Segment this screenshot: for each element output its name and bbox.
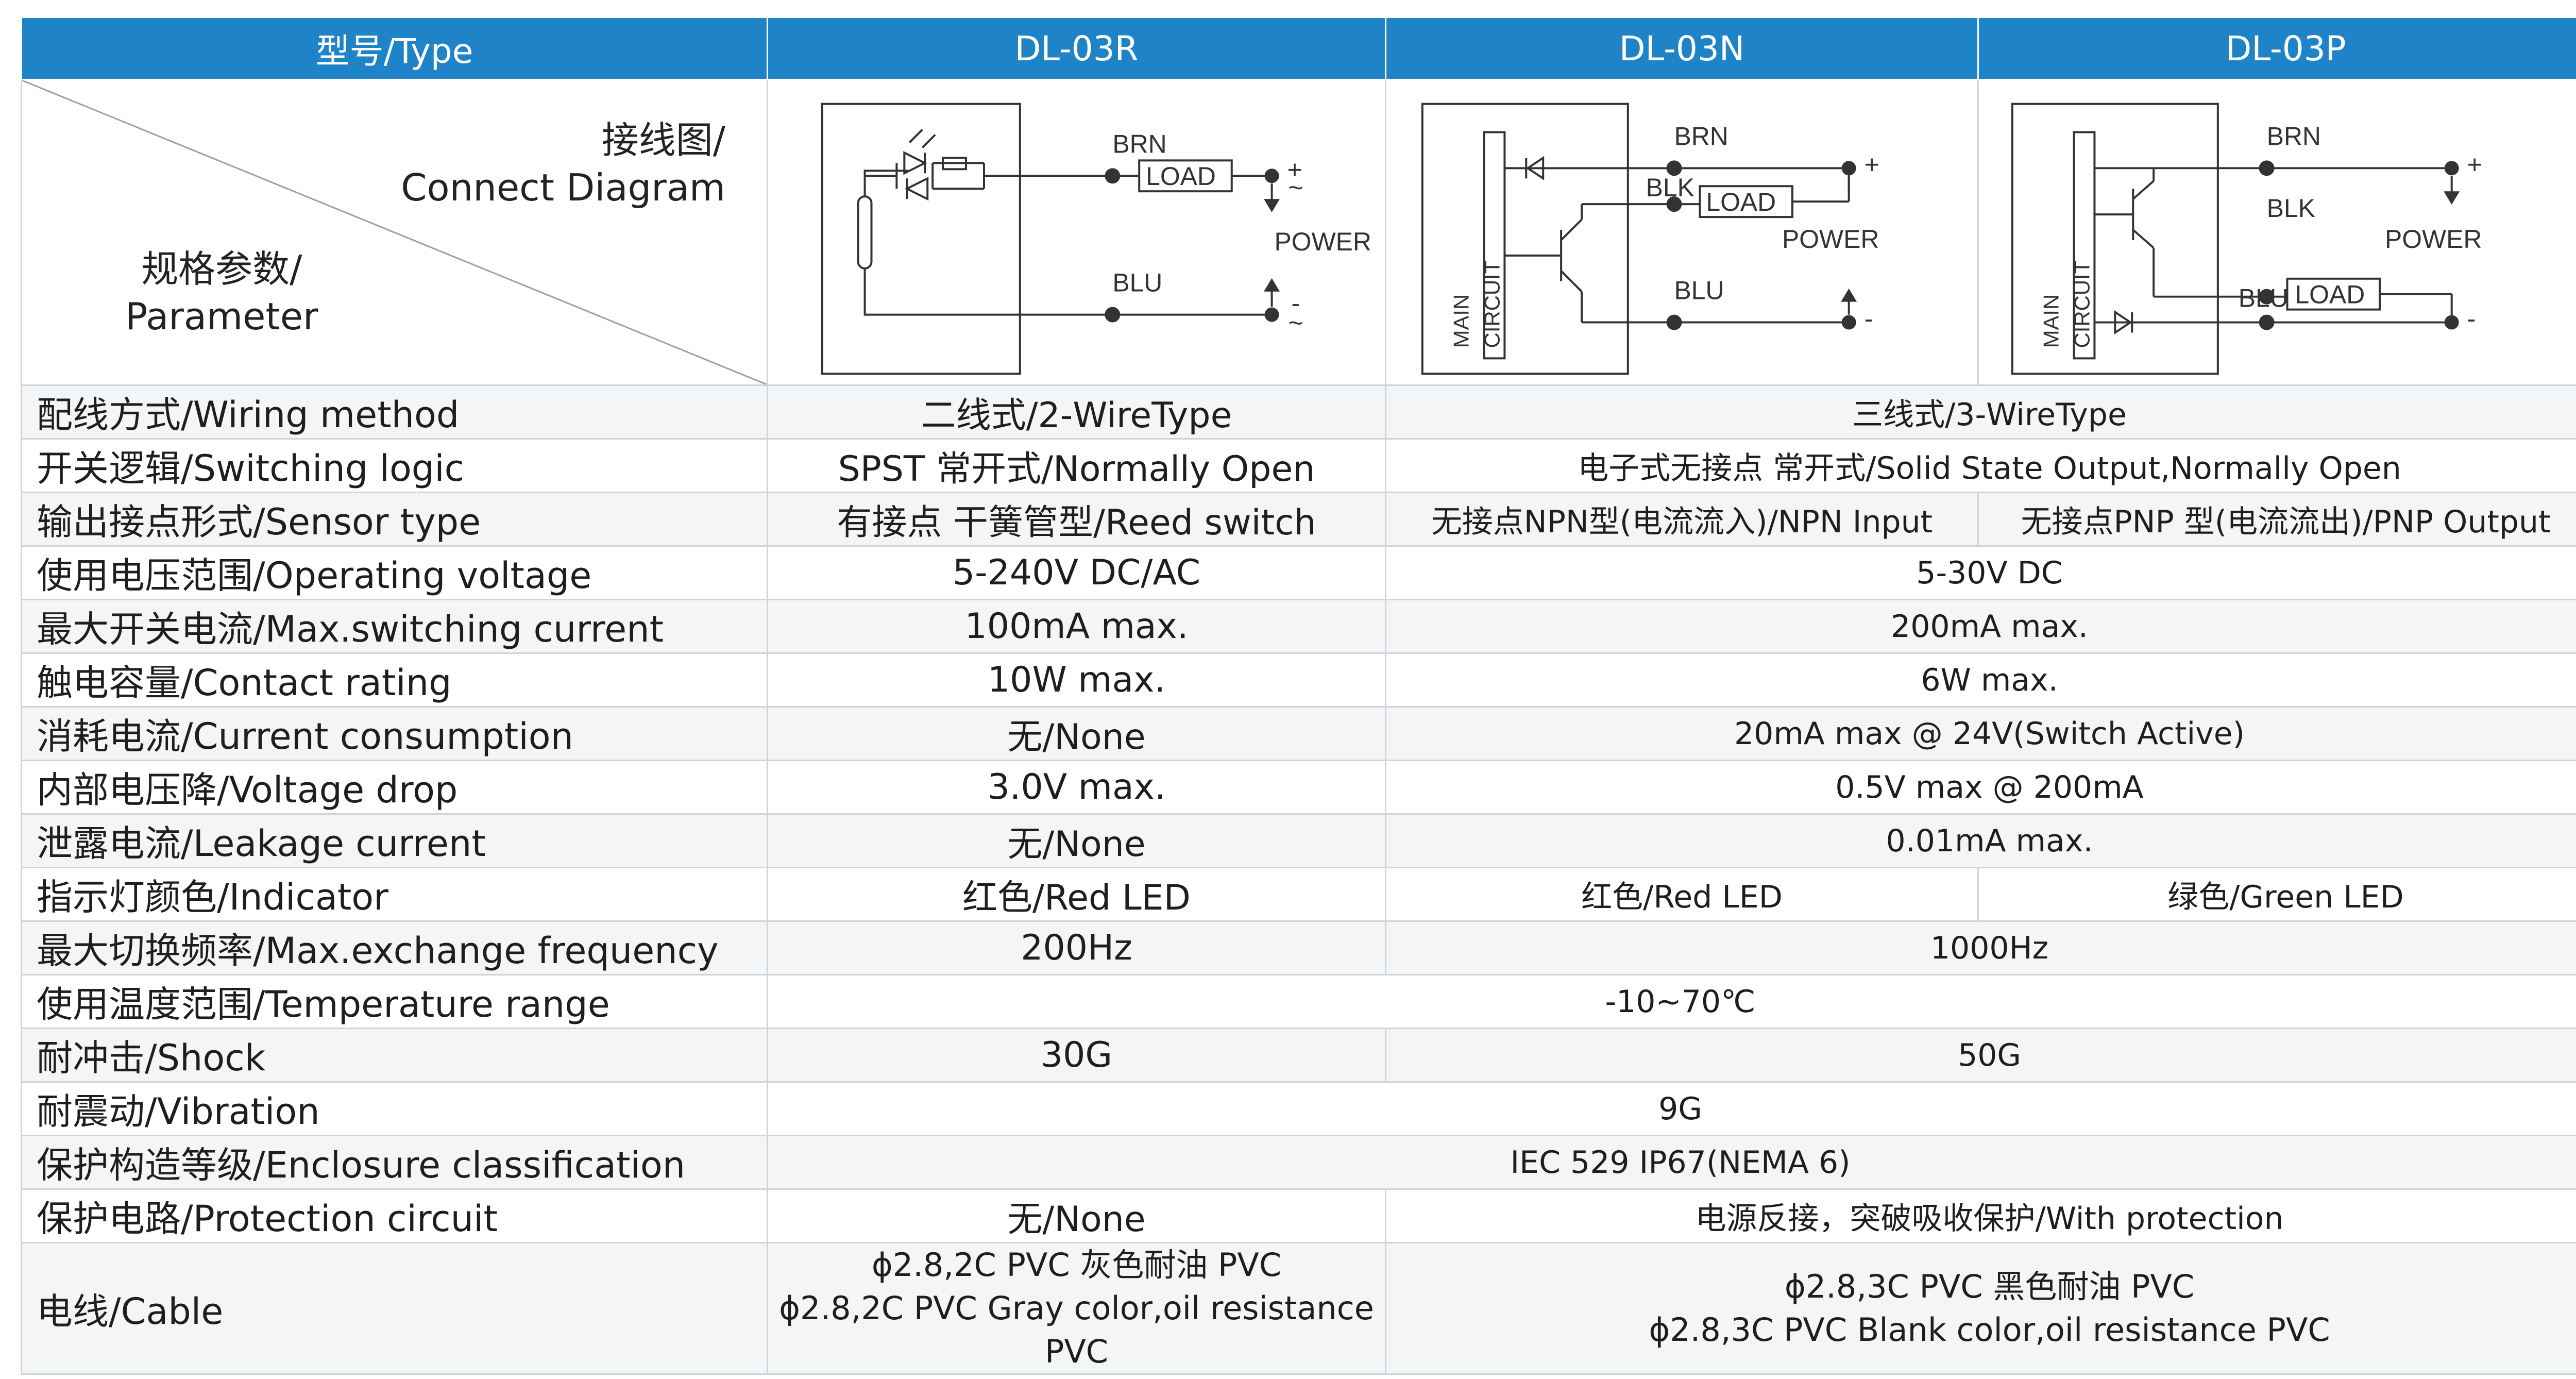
row-max-switching-current: 最大开关电流/Max.switching current 100mA max. … <box>21 599 2576 654</box>
main-label: MAIN <box>2039 294 2063 348</box>
row-temperature-range: 使用温度范围/Temperature range -10~70℃ <box>21 974 2576 1029</box>
sensor-box <box>1421 103 1629 375</box>
model-dl03n: DL-03N <box>1385 16 1979 80</box>
load-label: LOAD <box>1146 162 1216 191</box>
minus-sign: - <box>1291 289 1300 318</box>
row-operating-voltage: 使用电压范围/Operating voltage 5-240V DC/AC 5-… <box>21 545 2576 600</box>
main-circuit-box <box>2073 131 2096 360</box>
header-row: 型号/Type DL-03R DL-03N DL-03P <box>21 16 2576 80</box>
row-contact-rating: 触电容量/Contact rating 10W max. 6W max. <box>21 652 2576 708</box>
model-dl03p: DL-03P <box>1977 16 2576 80</box>
row-cable: 电线/Cable ϕ2.8,2C PVC 灰色耐油 PVC ϕ2.8,2C PV… <box>21 1242 2576 1375</box>
cable-dl03np: ϕ2.8,3C PVC 黑色耐油 PVC ϕ2.8,3C PVC Blank c… <box>1385 1242 2576 1375</box>
load-label: LOAD <box>2295 280 2365 309</box>
parameter-label: 规格参数/ Parameter <box>125 247 318 338</box>
plus-sign: + <box>1287 155 1302 184</box>
type-header: 型号/Type <box>21 16 768 80</box>
row-enclosure: 保护构造等级/Enclosure classification IEC 529 … <box>21 1135 2576 1190</box>
sensor-box <box>2011 103 2219 375</box>
row-indicator: 指示灯颜色/Indicator 红色/Red LED 红色/Red LED 绿色… <box>21 867 2576 922</box>
cable-dl03r: ϕ2.8,2C PVC 灰色耐油 PVC ϕ2.8,2C PVC Gray co… <box>767 1242 1386 1375</box>
diagram-dl03r: BRN BLU LOAD POWER + ~ - ~ <box>767 79 1386 386</box>
row-wiring-method: 配线方式/Wiring method 二线式/2-WireType 三线式/3-… <box>21 384 2576 440</box>
main-label: MAIN <box>1449 294 1473 348</box>
minus-sign: - <box>1865 305 1873 333</box>
corner-cell: 接线图/ Connect Diagram 规格参数/ Parameter <box>21 79 768 386</box>
plus-sign: + <box>2467 150 2482 179</box>
row-max-exchange-frequency: 最大切换频率/Max.exchange frequency 200Hz 1000… <box>21 920 2576 976</box>
row-current-consumption: 消耗电流/Current consumption 无/None 20mA max… <box>21 706 2576 761</box>
blu-label: BLU <box>1674 276 1724 305</box>
brn-label: BRN <box>1112 129 1166 158</box>
model-dl03r: DL-03R <box>767 16 1386 80</box>
main-circuit-box <box>1483 131 1506 360</box>
reed-switch-icon <box>857 195 873 270</box>
diagram-row: 接线图/ Connect Diagram 规格参数/ Parameter <box>21 79 2576 386</box>
row-sensor-type: 输出接点形式/Sensor type 有接点 干簧管型/Reed switch … <box>21 492 2576 547</box>
row-leakage-current: 泄露电流/Leakage current 无/None 0.01mA max. <box>21 813 2576 868</box>
plus-sign: + <box>1865 150 1879 179</box>
load-label: LOAD <box>1706 188 1776 216</box>
brn-label: BRN <box>2267 122 2321 150</box>
reed-switch-diagram: BRN BLU LOAD POWER + ~ - ~ <box>821 103 1371 375</box>
blu-label: BLU <box>2239 284 2289 313</box>
row-shock: 耐冲击/Shock 30G 50G <box>21 1028 2576 1083</box>
load-box <box>2286 277 2381 311</box>
row-protection-circuit: 保护电路/Protection circuit 无/None 电源反接，突破吸收… <box>21 1188 2576 1243</box>
row-switching-logic: 开关逻辑/Switching logic SPST 常开式/Normally O… <box>21 438 2576 493</box>
diagram-dl03n: BRN BLK LOAD POWER BLU + - MAIN CIRCUIT <box>1385 79 1979 386</box>
circuit-label: CIRCUIT <box>1480 261 1504 348</box>
power-label: POWER <box>1275 227 1371 256</box>
power-label: POWER <box>2385 225 2482 254</box>
row-vibration: 耐震动/Vibration 9G <box>21 1081 2576 1136</box>
spec-table: 型号/Type DL-03R DL-03N DL-03P 接线图/ Connec… <box>21 16 2576 1375</box>
diagram-dl03p: BRN BLK LOAD POWER BLU + - MAIN CIRCUIT <box>1977 79 2576 386</box>
npn-diagram: BRN BLK LOAD POWER BLU + - MAIN CIRCUIT <box>1421 103 1879 375</box>
blk-label: BLK <box>1646 173 1694 202</box>
power-label: POWER <box>1782 225 1879 254</box>
tilde-top: ~ <box>1288 173 1303 202</box>
connect-diagram-label: 接线图/ Connect Diagram <box>401 119 725 209</box>
minus-sign: - <box>2467 305 2476 333</box>
brn-label: BRN <box>1674 122 1728 150</box>
sensor-box <box>821 103 1021 375</box>
blu-label: BLU <box>1112 268 1162 297</box>
circuit-label: CIRCUIT <box>2070 261 2094 348</box>
blk-label: BLK <box>2267 194 2315 223</box>
tilde-bottom: ~ <box>1288 309 1303 338</box>
pnp-diagram: BRN BLK LOAD POWER BLU + - MAIN CIRCUIT <box>2011 103 2482 375</box>
row-voltage-drop: 内部电压降/Voltage drop 3.0V max. 0.5V max @ … <box>21 760 2576 815</box>
diagonal-divider <box>22 80 767 384</box>
